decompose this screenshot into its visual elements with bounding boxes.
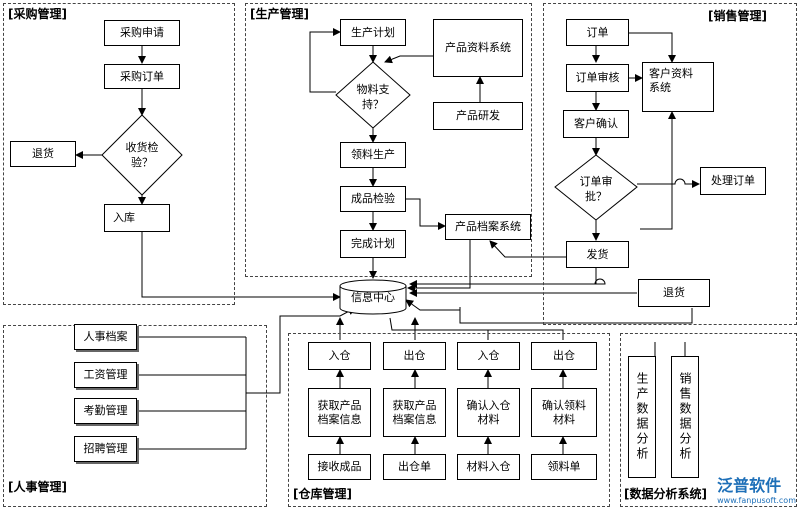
customer-confirm-box: 客户确认	[563, 110, 629, 138]
production-region	[245, 3, 532, 277]
receipt-check-diamond	[101, 114, 183, 196]
pick-production-box: 领料生产	[340, 142, 406, 168]
production-analysis-box: 生产数据分析	[628, 356, 656, 478]
production-plan-box: 生产计划	[340, 19, 406, 46]
purchase-return-box: 退货	[10, 141, 76, 167]
warehouse-col1-top: 入仓	[308, 342, 371, 370]
material-support-label: 物料支 持？	[356, 83, 390, 111]
customer-info-system-box: 客户资料 系统	[642, 62, 714, 112]
handle-order-box: 处理订单	[700, 167, 766, 195]
warehouse-col1-mid: 获取产品 档案信息	[308, 388, 371, 437]
brand-logo: 泛普软件 www.fanpusoft.com	[717, 472, 796, 505]
warehouse-col2-bottom: 出仓单	[383, 454, 446, 480]
warehouse-col4-mid: 确认领料 材料	[531, 388, 597, 437]
instock-box: 入库	[104, 204, 170, 232]
product-inspect-box: 成品检验	[340, 186, 406, 212]
sales-region	[543, 3, 797, 325]
payroll-box: 工资管理	[74, 362, 137, 388]
attendance-box: 考勤管理	[74, 398, 137, 424]
ship-box: 发货	[566, 241, 629, 268]
recruitment-box: 招聘管理	[74, 436, 137, 462]
purchase-apply-box: 采购申请	[104, 20, 180, 46]
warehouse-region	[288, 333, 610, 507]
warehouse-region-title: [仓库管理]	[293, 487, 352, 501]
sales-return-box: 退货	[638, 279, 710, 307]
hr-region-title: [人事管理]	[8, 480, 67, 494]
product-rnd-box: 产品研发	[433, 102, 523, 130]
production-region-title: [生产管理]	[250, 7, 309, 21]
warehouse-col3-mid: 确认入仓 材料	[457, 388, 520, 437]
order-audit-box: 订单审核	[566, 64, 629, 92]
order-approval-diamond	[554, 154, 638, 221]
sales-analysis-box: 销售数据分析	[671, 356, 699, 478]
material-support-diamond	[335, 61, 411, 129]
sales-region-title: [销售管理]	[708, 9, 767, 23]
product-archive-system-box: 产品档案系统	[445, 214, 531, 240]
warehouse-col2-mid: 获取产品 档案信息	[383, 388, 446, 437]
warehouse-col4-top: 出仓	[531, 342, 597, 370]
purchase-order-box: 采购订单	[104, 64, 180, 89]
brand-logo-name: 泛普软件	[717, 476, 782, 495]
analysis-region	[620, 333, 797, 507]
warehouse-col2-top: 出仓	[383, 342, 446, 370]
warehouse-col4-bottom: 领料单	[531, 454, 597, 480]
analysis-region-title: [数据分析系统]	[624, 487, 707, 501]
info-center-cylinder	[339, 279, 407, 315]
warehouse-col3-top: 入仓	[457, 342, 520, 370]
product-info-system-box: 产品资料系统	[433, 19, 523, 77]
production-analysis-label: 生产数据分析	[635, 372, 649, 462]
sales-order-box: 订单	[566, 19, 629, 46]
purchase-region	[3, 3, 235, 305]
warehouse-col3-bottom: 材料入仓	[457, 454, 520, 480]
receipt-check-label: 收货检 验？	[125, 141, 159, 169]
sales-analysis-label: 销售数据分析	[678, 372, 692, 462]
order-approval-label: 订单审 批？	[579, 175, 613, 203]
purchase-region-title: [采购管理]	[8, 7, 67, 21]
hr-archive-box: 人事档案	[74, 324, 137, 350]
brand-logo-url: www.fanpusoft.com	[717, 496, 796, 505]
info-center-label: 信息中心	[351, 291, 395, 304]
plan-done-box: 完成计划	[340, 230, 406, 258]
warehouse-col1-bottom: 接收成品	[308, 454, 371, 480]
